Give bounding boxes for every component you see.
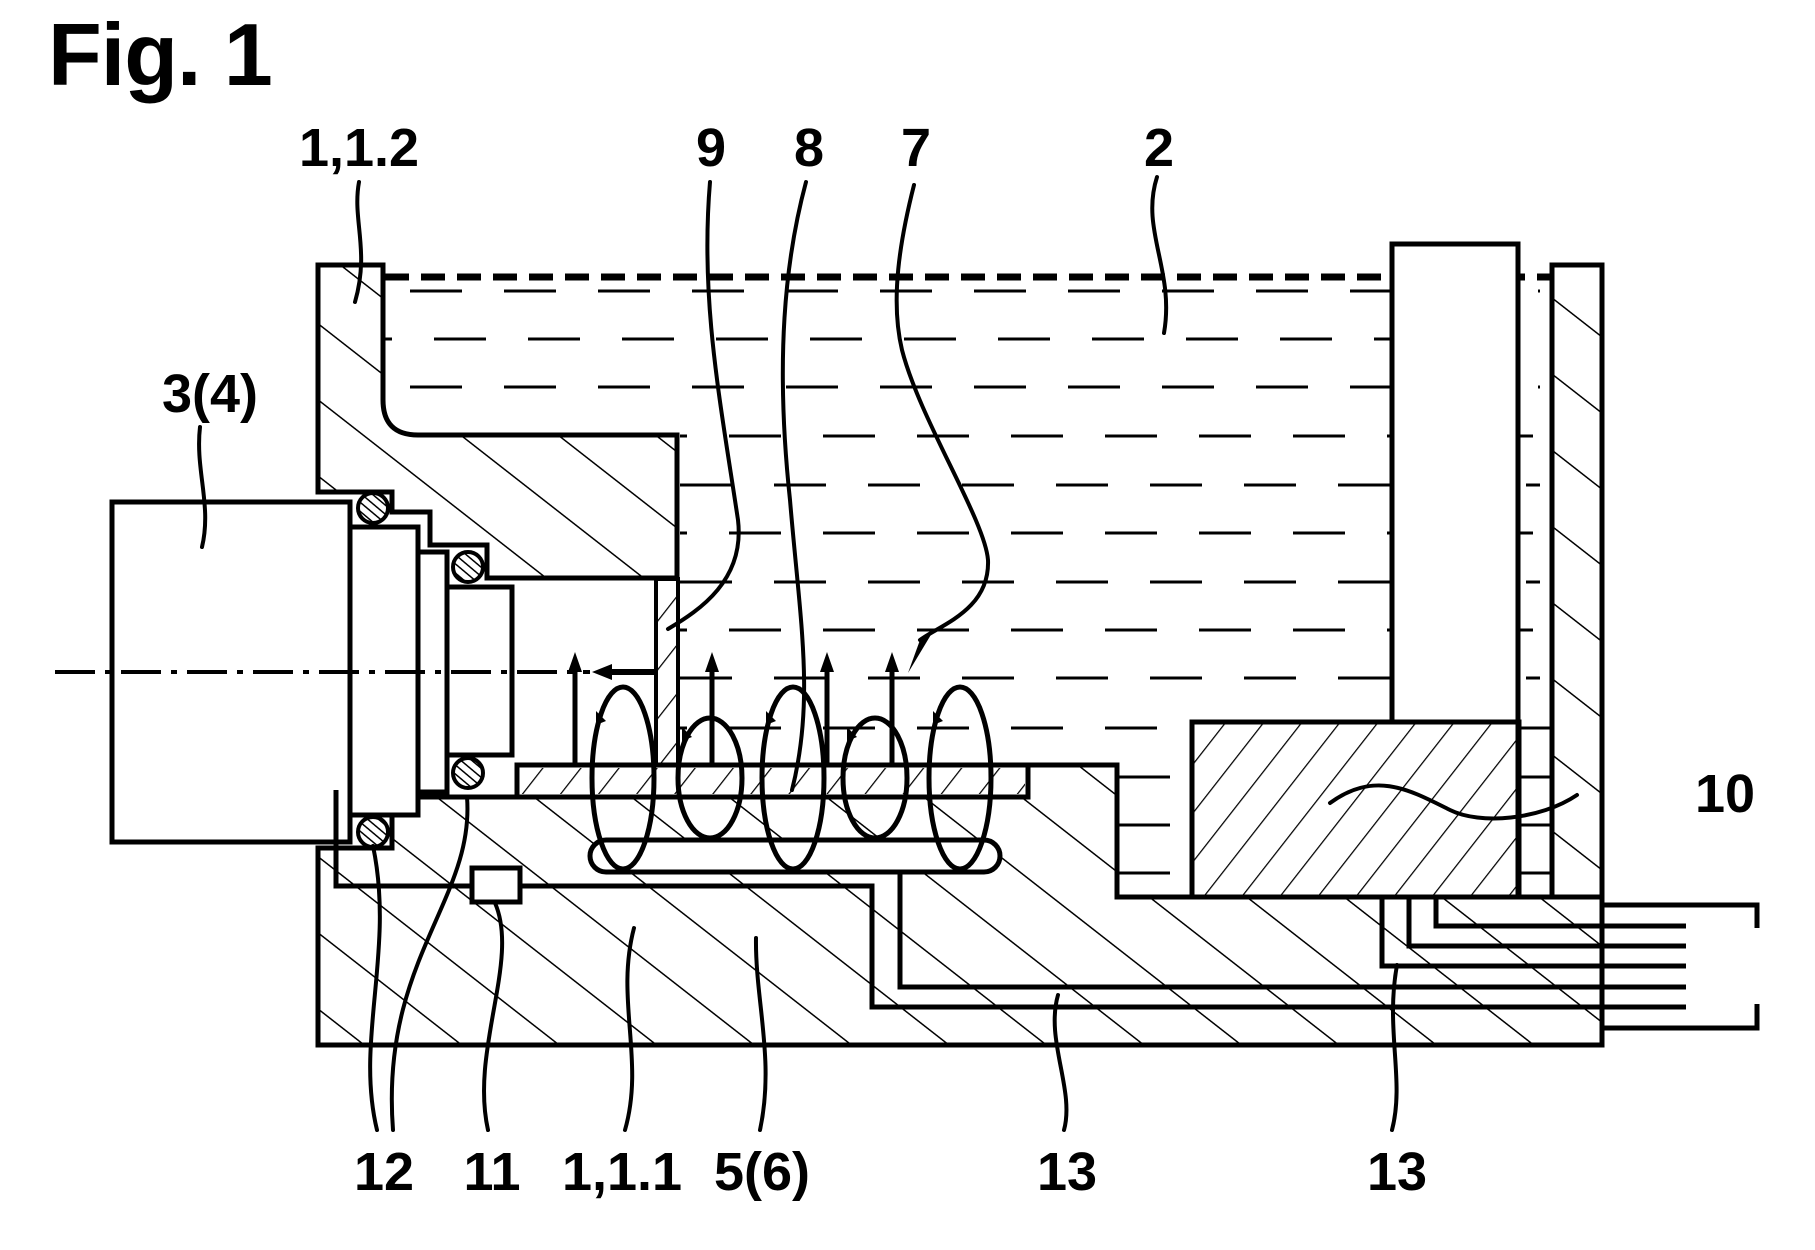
leader-13b [1390, 963, 1399, 1132]
inner-container-part [1389, 241, 1521, 725]
leader-11 [482, 901, 505, 1132]
label-housing-lower: 1,1.1 [562, 1142, 682, 1202]
loop-arrow-icon [847, 727, 857, 741]
leader-13a [1052, 993, 1069, 1132]
loop-arrow-icon [682, 727, 692, 741]
label-channel: 11 [463, 1142, 520, 1202]
label-seals: 12 [354, 1142, 414, 1202]
label-coil: 5(6) [714, 1142, 810, 1202]
label-lines-a: 13 [1037, 1142, 1097, 1202]
housing-upper-wall [315, 262, 680, 581]
leader-lines [197, 175, 1579, 1132]
component-10-block [1189, 719, 1522, 900]
field-loops-6 [589, 684, 994, 872]
label-flow: 7 [901, 118, 931, 178]
loop-arrow-icon [596, 711, 606, 725]
label-wall: 9 [696, 118, 726, 178]
reference-numerals: 1,1.2 3(4) 9 8 7 2 10 12 11 1,1.1 5(6) 1… [162, 118, 1755, 1202]
leader-12a [368, 844, 382, 1132]
flow-arrows-7 [568, 652, 899, 765]
coil-core-5 [587, 837, 1003, 875]
o-ring-icon [356, 491, 390, 525]
right-wall [1549, 262, 1605, 900]
leader-3-4 [197, 425, 208, 549]
label-plug: 3(4) [162, 364, 258, 424]
sealing-rings-12 [356, 491, 485, 849]
label-housing-upper: 1,1.2 [299, 118, 419, 178]
leader-2 [1150, 175, 1169, 335]
label-lines-b: 13 [1367, 1142, 1427, 1202]
leader-1-1-2 [353, 180, 364, 304]
leader-10 [1328, 783, 1579, 821]
leader-7 [894, 183, 991, 642]
leader-8 [780, 180, 808, 792]
label-plate: 8 [794, 118, 824, 178]
loop-arrow-icon [766, 711, 776, 725]
o-ring-icon [356, 815, 390, 849]
plate-8-hatch [520, 768, 1025, 794]
label-liquid: 2 [1144, 118, 1174, 178]
leader-9 [666, 180, 741, 631]
leader-7-arrowhead [908, 628, 935, 673]
liquid-region [385, 273, 1552, 875]
wall-9 [654, 577, 680, 767]
electrical-lines-13 [520, 873, 1760, 1031]
leader-1-1-1 [623, 926, 636, 1132]
connector-bracket-top [1602, 902, 1760, 928]
loop-arrow-icon [933, 711, 943, 725]
leader-12b [389, 795, 470, 1132]
channel-slot [469, 865, 523, 905]
o-ring-icon [451, 756, 485, 790]
label-component: 10 [1695, 764, 1755, 824]
o-ring-icon [451, 550, 485, 584]
leader-5-6 [753, 936, 768, 1132]
connector-bracket-bottom [1602, 1004, 1760, 1031]
figure-title: Fig. 1 [48, 5, 273, 104]
